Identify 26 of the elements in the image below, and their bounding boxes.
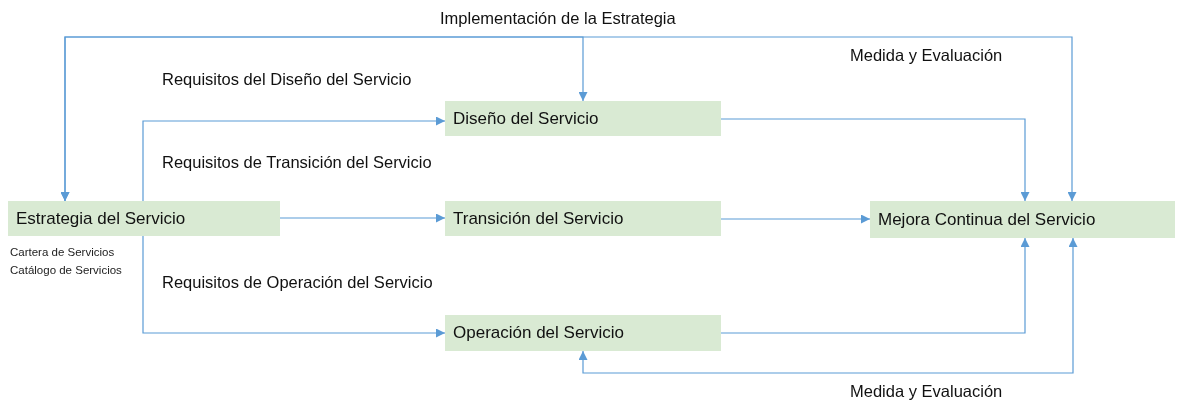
node-label: Operación del Servicio <box>453 323 625 343</box>
note-text: Catálogo de Servicios <box>10 263 122 278</box>
node-label: Diseño del Servicio <box>453 108 599 129</box>
arrow <box>279 213 446 223</box>
edge-label: Medida y Evaluación <box>850 46 1003 65</box>
edge-label: Implementación de la Estrategia <box>440 9 676 28</box>
arrow <box>142 235 446 338</box>
node-label: Transición del Servicio <box>453 208 624 229</box>
arrow <box>578 237 1078 374</box>
edge-label: Requisitos del Diseño del Servicio <box>162 70 412 89</box>
edge-label: Requisitos de Transición del Servicio <box>162 153 432 172</box>
arrow <box>720 214 871 224</box>
arrow <box>720 237 1030 334</box>
edge-label: Requisitos de Operación del Servicio <box>162 273 433 292</box>
process-box <box>8 201 280 236</box>
process-box <box>445 315 721 351</box>
note-text: Cartera de Servicios <box>10 245 115 260</box>
arrow <box>142 116 446 202</box>
edge-label: Medida y Evaluación <box>850 382 1003 401</box>
arrow <box>720 118 1030 202</box>
arrow <box>60 36 1077 202</box>
process-box <box>445 201 721 236</box>
process-box <box>870 201 1175 238</box>
node-label: Mejora Continua del Servicio <box>878 209 1096 230</box>
node-label: Estrategia del Servicio <box>16 208 186 229</box>
process-box <box>445 101 721 136</box>
